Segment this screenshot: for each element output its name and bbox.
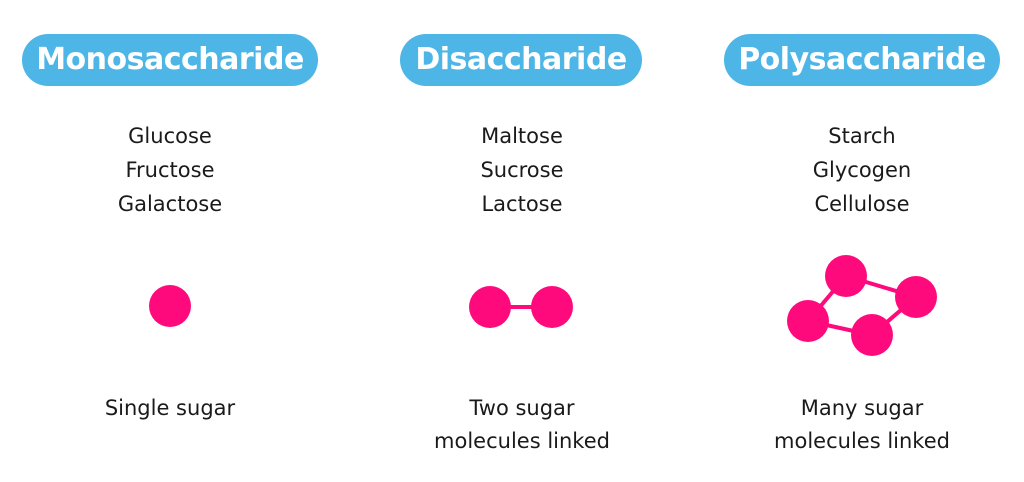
example-item: Maltose xyxy=(481,124,563,148)
disaccharide-molecule xyxy=(469,286,573,328)
caption-line: Two sugar xyxy=(469,396,575,420)
caption-line: Many sugar xyxy=(800,396,924,420)
sugar-unit-1 xyxy=(825,255,867,297)
caption-line: Single sugar xyxy=(104,396,236,420)
polysaccharide-caption: Many sugar molecules linked xyxy=(712,392,1012,458)
sugar-unit-1 xyxy=(469,286,511,328)
polysaccharide-examples: Starch Glycogen Cellulose xyxy=(712,119,1012,221)
sugar-unit-4 xyxy=(851,314,893,356)
example-item: Fructose xyxy=(125,158,215,182)
column-polysaccharide: Polysaccharide Starch Glycogen Cellulose… xyxy=(712,0,1012,482)
monosaccharide-molecule xyxy=(149,285,191,327)
example-item: Glucose xyxy=(128,124,212,148)
monosaccharide-title: Monosaccharide xyxy=(22,34,318,86)
polysaccharide-title: Polysaccharide xyxy=(724,34,1000,86)
column-monosaccharide: Monosaccharide Glucose Fructose Galactos… xyxy=(20,0,320,482)
example-item: Sucrose xyxy=(480,158,564,182)
example-item: Starch xyxy=(828,124,896,148)
sugar-unit-2 xyxy=(895,276,937,318)
monosaccharide-caption: Single sugar xyxy=(20,392,320,425)
polysaccharide-molecule xyxy=(787,255,937,356)
disaccharide-title: Disaccharide xyxy=(400,34,642,86)
example-item: Lactose xyxy=(481,192,563,216)
disaccharide-examples: Maltose Sucrose Lactose xyxy=(372,119,672,221)
caption-line: molecules linked xyxy=(774,429,950,453)
monosaccharide-examples: Glucose Fructose Galactose xyxy=(20,119,320,221)
example-item: Glycogen xyxy=(812,158,912,182)
sugar-unit-1 xyxy=(149,285,191,327)
example-item: Galactose xyxy=(117,192,223,216)
example-item: Cellulose xyxy=(814,192,910,216)
disaccharide-caption: Two sugar molecules linked xyxy=(372,392,672,458)
sugar-unit-3 xyxy=(787,300,829,342)
sugar-unit-2 xyxy=(531,286,573,328)
caption-line: molecules linked xyxy=(434,429,610,453)
column-disaccharide: Disaccharide Maltose Sucrose Lactose Two… xyxy=(372,0,672,482)
